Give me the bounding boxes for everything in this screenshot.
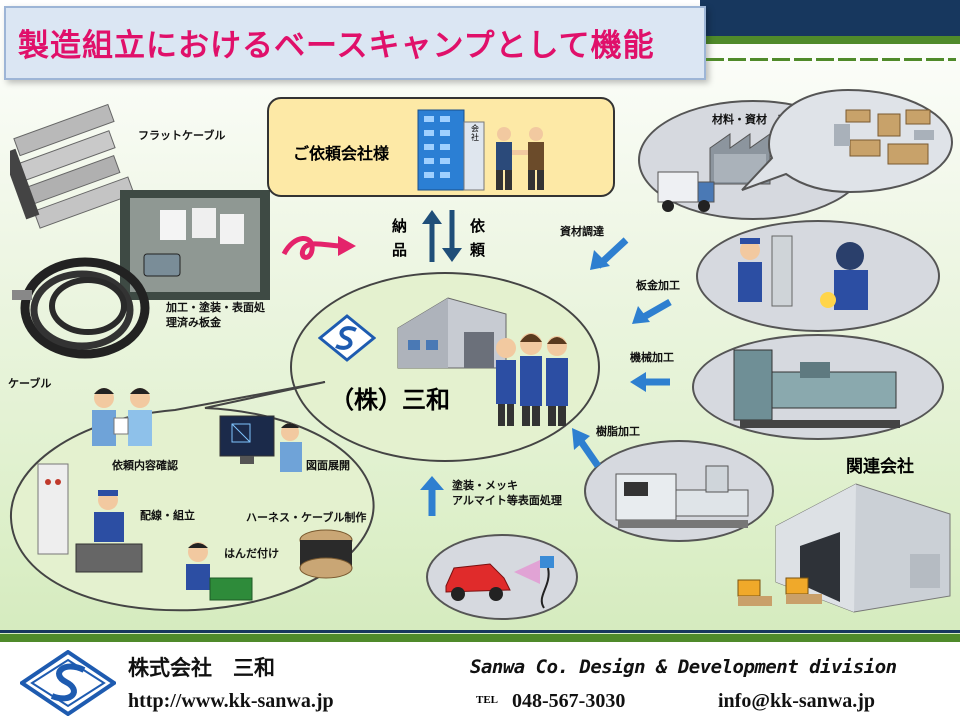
footer-tel-label: TEL <box>476 694 499 706</box>
footer-line-navy <box>0 630 960 633</box>
footer-tel[interactable]: 048-567-3030 <box>512 690 626 712</box>
header-bar-green <box>700 36 960 44</box>
office-building-icon <box>417 109 485 191</box>
sheet-metal-workers-icon <box>738 235 868 310</box>
cable-reel-icon <box>299 529 353 579</box>
surface-label-line2: アルマイト等表面処理 <box>452 494 562 507</box>
delivery-char-2: 品 <box>392 241 408 259</box>
handshake-people-icon <box>496 127 544 190</box>
wiring-assembly-icon <box>37 463 143 573</box>
processed-sheet-label-line1: 加工・塗装・表面処 <box>166 301 265 314</box>
footer-email[interactable]: info@kk-sanwa.jp <box>718 690 875 712</box>
factory-building-icon <box>397 297 507 369</box>
car-painting-icon <box>445 556 554 609</box>
affiliates-label: 関連会社 <box>846 457 914 477</box>
workers-group-icon <box>496 333 568 426</box>
header-bar-navy <box>700 0 960 36</box>
curly-arrow-icon <box>281 236 356 260</box>
processed-sheet-label: 加工・塗装・表面処 理済み板金 <box>166 300 265 330</box>
surface-label-line1: 塗装・メッキ <box>452 479 518 492</box>
client-label: ご依頼会社様 <box>293 144 390 163</box>
warehouse-icon <box>775 483 951 613</box>
flat-cable-label: フラットケーブル <box>138 129 226 142</box>
sheet-metal-ellipse <box>696 220 940 332</box>
cable-coil-image <box>12 257 150 359</box>
resin-arrow-icon <box>572 428 601 468</box>
wiring-label: 配線・組立 <box>140 509 195 522</box>
company-name: （株）三和 <box>330 386 450 414</box>
lathe-machine-icon <box>733 349 900 428</box>
request-label: 依 頼 <box>470 214 485 262</box>
procurement-label: 資材調達 <box>560 225 604 238</box>
footer-company-jp: 株式会社 三和 <box>128 656 275 680</box>
sheet-metal-photo <box>120 190 270 300</box>
supplier-factory-truck-icon <box>657 133 771 212</box>
header-stripe <box>706 58 956 61</box>
soldering-worker-icon <box>186 542 253 601</box>
delivery-char-1: 納 <box>392 217 408 235</box>
sheet-metal-arrow-icon <box>632 298 672 324</box>
request-char-2: 頼 <box>470 241 486 259</box>
cad-workstation-icon <box>219 415 302 472</box>
building-sign: 会社 <box>471 124 479 142</box>
procurement-arrow-icon <box>590 237 629 270</box>
resin-label: 樹脂加工 <box>596 425 640 438</box>
drawing-label: 図面展開 <box>306 459 350 472</box>
surface-arrow-icon <box>420 476 444 516</box>
machining-arrow-icon <box>630 372 670 392</box>
forklift-icons <box>737 577 822 606</box>
surface-label: 塗装・メッキ アルマイト等表面処理 <box>452 478 562 508</box>
processed-sheet-label-line2: 理済み板金 <box>166 316 221 329</box>
footer <box>0 642 960 720</box>
sanwa-logo <box>20 650 116 716</box>
soldering-label: はんだ付け <box>224 547 279 560</box>
title-banner <box>4 6 706 80</box>
footer-url[interactable]: http://www.kk-sanwa.jp <box>128 690 334 712</box>
consulting-people-icon <box>92 388 152 446</box>
cable-label: ケーブル <box>8 377 52 390</box>
sheet-metal-label: 板金加工 <box>636 279 680 292</box>
confirm-request-label: 依頼内容確認 <box>112 459 178 472</box>
exchange-arrows-icon <box>422 210 462 262</box>
flat-cable-image <box>10 103 135 229</box>
page-title: 製造組立におけるベースキャンプとして機能 <box>18 28 655 64</box>
materials-callout-bubble <box>741 88 954 194</box>
footer-company-en: Sanwa Co. Design & Development division <box>470 656 897 678</box>
delivery-label: 納 品 <box>392 214 407 262</box>
harness-label: ハーネス・ケーブル制作 <box>246 511 367 524</box>
footer-line-green <box>0 634 960 642</box>
machining-label: 機械加工 <box>630 351 674 364</box>
request-char-1: 依 <box>470 217 486 235</box>
sanwa-logo-small <box>318 314 376 362</box>
injection-molding-icon <box>615 465 749 528</box>
